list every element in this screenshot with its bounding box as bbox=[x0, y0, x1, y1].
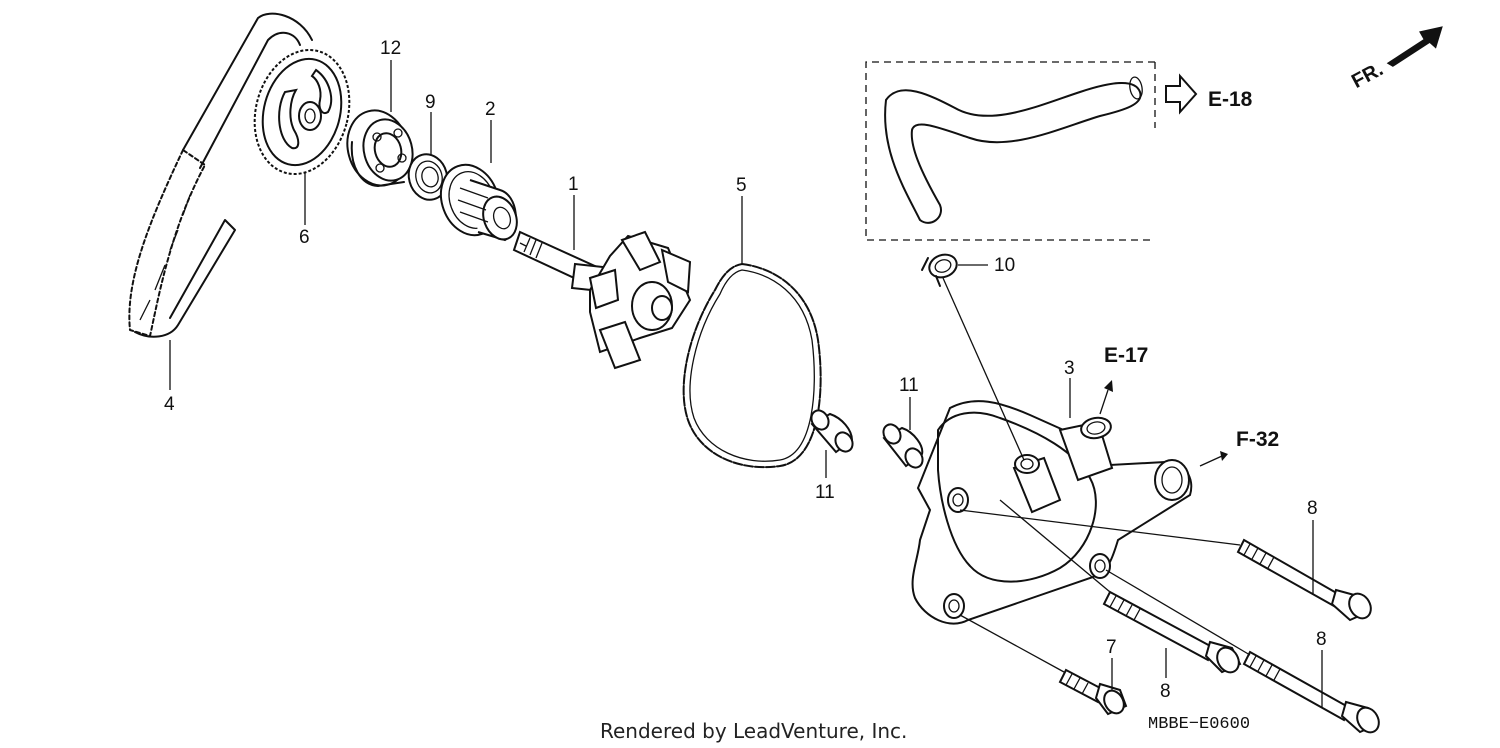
callout-10: 10 bbox=[994, 255, 1015, 276]
callout-8-middle: 8 bbox=[1160, 681, 1171, 702]
callout-3: 3 bbox=[1064, 358, 1075, 379]
diagram-code: MBBE−E0600 bbox=[1148, 715, 1250, 734]
dowel-pin-part-11-b[interactable] bbox=[880, 421, 926, 470]
callout-2: 2 bbox=[485, 99, 496, 120]
callout-9: 9 bbox=[425, 92, 436, 113]
water-pump-cover-part-3[interactable] bbox=[911, 400, 1193, 625]
callout-12: 12 bbox=[380, 38, 401, 59]
callout-1: 1 bbox=[568, 174, 579, 195]
bolt-part-8-lower[interactable] bbox=[1242, 650, 1383, 736]
bearing-part-12[interactable] bbox=[339, 104, 419, 193]
alignment-lines bbox=[942, 277, 1251, 673]
reference-e-17[interactable]: E-17 bbox=[1099, 344, 1148, 415]
callout-leaders bbox=[169, 60, 1323, 708]
impeller-shaft-part-1[interactable] bbox=[512, 230, 692, 370]
callout-6: 6 bbox=[299, 227, 310, 248]
reference-f-32[interactable]: F-32 bbox=[1199, 428, 1279, 467]
callout-4: 4 bbox=[164, 394, 175, 415]
bolt-part-8-middle[interactable] bbox=[1102, 590, 1243, 676]
o-ring-part-5[interactable] bbox=[682, 263, 822, 469]
hose-reference-box bbox=[865, 61, 1156, 241]
callout-numbers: 1 2 3 4 5 6 7 8 8 8 9 10 11 11 12 bbox=[164, 38, 1327, 702]
front-direction-label: FR. bbox=[1348, 58, 1387, 93]
front-direction-indicator: FR. bbox=[1348, 26, 1443, 93]
drive-chain-part-4[interactable] bbox=[128, 12, 313, 338]
callout-7: 7 bbox=[1106, 637, 1117, 658]
callout-11-lower: 11 bbox=[815, 482, 835, 503]
bolt-part-7[interactable] bbox=[1058, 668, 1128, 717]
callout-8-upper: 8 bbox=[1307, 498, 1318, 519]
callout-11-upper: 11 bbox=[899, 375, 919, 396]
dowel-pin-part-11-a[interactable] bbox=[808, 407, 856, 454]
render-credit: Rendered by LeadVenture, Inc. bbox=[600, 719, 907, 743]
reference-e-17-label: E-17 bbox=[1104, 344, 1148, 367]
reference-f-32-label: F-32 bbox=[1236, 428, 1279, 451]
reference-e-18-label: E-18 bbox=[1208, 88, 1253, 111]
reference-e-18[interactable]: E-18 bbox=[1165, 73, 1253, 115]
callout-8-lower: 8 bbox=[1316, 629, 1327, 650]
water-pump-sprocket-part-6[interactable] bbox=[241, 39, 362, 185]
callout-5: 5 bbox=[736, 175, 747, 196]
bolt-part-8-upper[interactable] bbox=[1236, 538, 1375, 622]
hose-clip-part-10[interactable] bbox=[921, 251, 960, 287]
oil-seal-part-9[interactable] bbox=[404, 150, 453, 204]
mechanical-seal-part-2[interactable] bbox=[431, 157, 522, 245]
